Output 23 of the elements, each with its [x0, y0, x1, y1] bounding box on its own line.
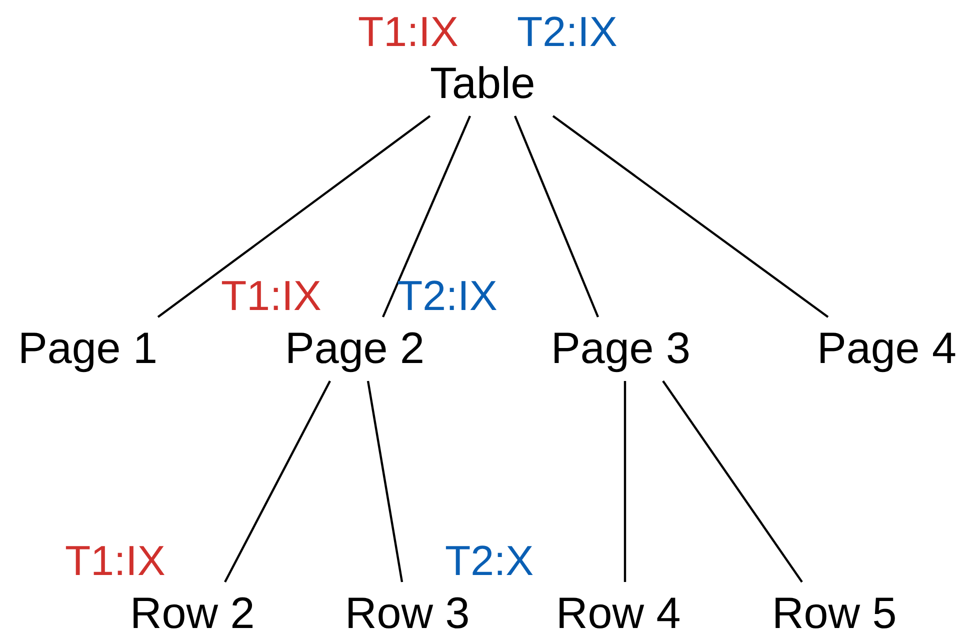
- lock-label: T2:IX: [397, 272, 498, 320]
- node-label: Page 2: [285, 325, 424, 373]
- connector-line: [514, 116, 600, 318]
- connector-line: [224, 380, 331, 582]
- connector-line: [366, 380, 404, 582]
- connector-line: [624, 381, 626, 582]
- node-label: Page 1: [18, 325, 158, 373]
- connector-line: [382, 116, 471, 318]
- lock-label: T1:IX: [221, 272, 322, 320]
- node-label: Row 5: [772, 590, 897, 638]
- node-label: Row 4: [556, 590, 681, 638]
- lock-label: T1:IX: [65, 537, 166, 585]
- node-label: Row 3: [345, 590, 470, 638]
- connector-line: [552, 115, 829, 318]
- lock-label: T2:IX: [517, 8, 618, 56]
- lock-label: T2:X: [445, 537, 534, 585]
- connector-line: [662, 380, 803, 583]
- lock-label: T1:IX: [358, 8, 458, 56]
- node-label: Page 4: [817, 325, 956, 373]
- node-label: Table: [430, 60, 536, 108]
- node-label: Row 2: [130, 590, 255, 638]
- node-label: Page 3: [551, 325, 690, 373]
- connector-line: [157, 115, 431, 318]
